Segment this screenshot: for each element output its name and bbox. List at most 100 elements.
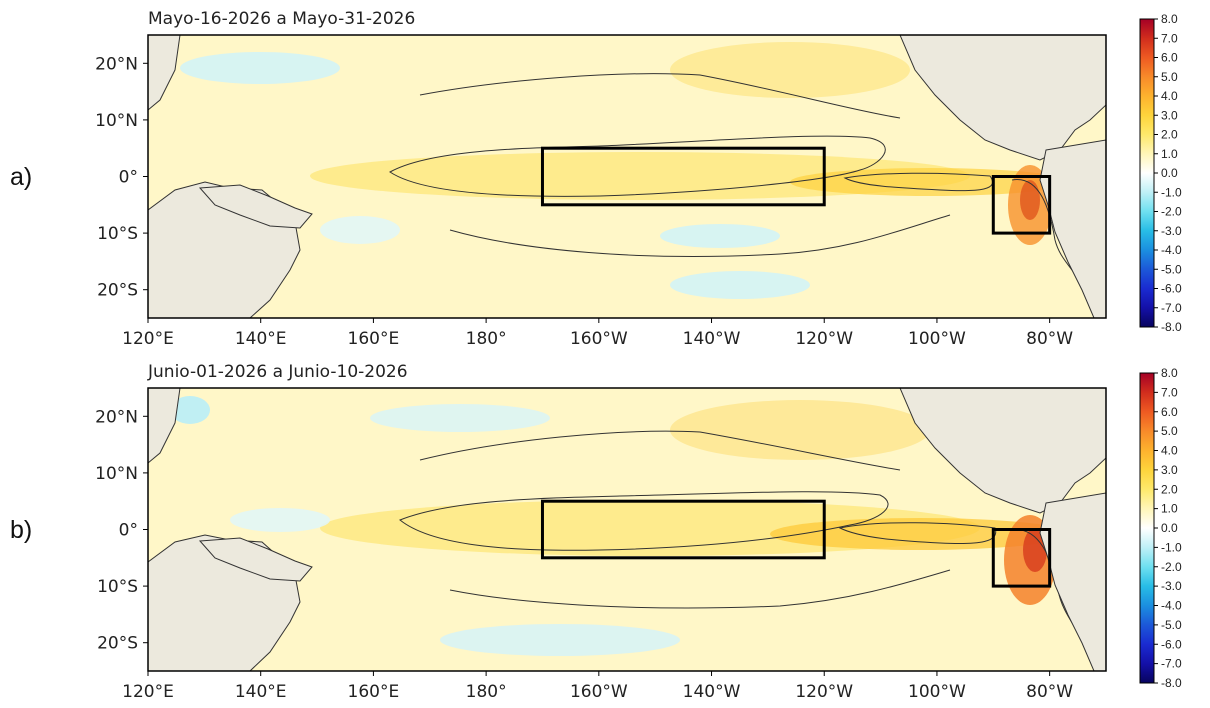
y-tick-label: 20°N — [95, 407, 138, 427]
panel-b-contour — [449, 569, 951, 609]
x-tick-label: 140°E — [235, 682, 287, 702]
x-tick-label: 100°W — [908, 682, 966, 702]
panel-a-contour — [449, 214, 951, 258]
panel-a-north-warm — [670, 42, 910, 98]
panel-b-cool-patch — [440, 624, 680, 656]
x-tick-label: 80°W — [1026, 329, 1073, 349]
panel-b-land-new-guinea — [198, 537, 313, 582]
panel-a: Mayo-16-2026 a Mayo-31-2026 a) — [10, 9, 1107, 349]
colorbar-tick-label: -1.0 — [1161, 540, 1182, 554]
panel-b-north-warm — [670, 400, 930, 460]
colorbar-tick-label: -2.0 — [1161, 205, 1182, 219]
panel-b-title: Junio-01-2026 a Junio-10-2026 — [147, 362, 408, 382]
panel-a-cool-patch — [660, 224, 780, 248]
colorbar-tick-label: 8.0 — [1161, 12, 1178, 26]
x-tick-label: 140°W — [683, 329, 741, 349]
panel-b-cool-patch — [170, 396, 210, 424]
colorbar-tick-label: 1.0 — [1161, 147, 1178, 161]
colorbar-tick-label: 5.0 — [1161, 70, 1178, 84]
panel-b: Junio-01-2026 a Junio-10-2026 b) — [10, 362, 1107, 702]
colorbar-tick-label: -3.0 — [1161, 579, 1182, 593]
panel-a-cool-patch — [320, 216, 400, 244]
x-tick-label: 120°W — [795, 329, 853, 349]
colorbar-tick-label: 0.0 — [1161, 166, 1178, 180]
colorbar-tick-label: 7.0 — [1161, 31, 1178, 45]
colorbar-tick-label: 8.0 — [1161, 366, 1178, 380]
y-tick-label: 20°N — [95, 54, 138, 74]
y-tick-label: 20°S — [97, 634, 138, 654]
y-tick-label: 10°S — [97, 577, 138, 597]
x-tick-label: 180° — [466, 682, 507, 702]
panel-a-cool-patch — [670, 271, 810, 299]
colorbar-tick-label: -4.0 — [1161, 243, 1182, 257]
x-tick-label: 120°E — [122, 682, 174, 702]
colorbar-tick-label: -7.0 — [1161, 301, 1182, 315]
colorbar-bar — [1139, 18, 1155, 328]
panel-b-land-central-america — [899, 388, 1106, 514]
y-tick-label: 10°N — [95, 464, 138, 484]
colorbar-tick-label: 1.0 — [1161, 502, 1178, 516]
x-tick-label: 160°E — [348, 329, 400, 349]
x-tick-label: 100°W — [908, 329, 966, 349]
x-tick-label: 140°E — [235, 329, 287, 349]
colorbar-tick-label: 4.0 — [1161, 444, 1178, 458]
panel-b-map — [148, 388, 1106, 671]
colorbar-a: 8.07.06.05.04.03.02.01.00.0-1.0-2.0-3.0-… — [1139, 12, 1182, 334]
x-tick-label: 160°E — [348, 682, 400, 702]
x-tick-label: 180° — [466, 329, 507, 349]
panel-a-east-tongue — [790, 168, 1070, 196]
region-box — [991, 175, 1052, 235]
region-box — [540, 146, 826, 207]
x-tick-label: 160°W — [570, 329, 628, 349]
panel-a-label: a) — [10, 163, 32, 191]
colorbar-tick-label: -8.0 — [1161, 676, 1182, 690]
colorbar-tick-label: 2.0 — [1161, 128, 1178, 142]
colorbar-tick-label: -5.0 — [1161, 262, 1182, 276]
colorbar-bar — [1139, 372, 1155, 684]
panel-b-contour — [419, 430, 901, 471]
panel-a-coastal-hot — [1020, 180, 1040, 220]
panel-b-land-asia — [148, 388, 181, 464]
panel-a-map — [148, 35, 1106, 318]
colorbar-tick-label: -7.0 — [1161, 657, 1182, 671]
colorbar-tick-label: 2.0 — [1161, 482, 1178, 496]
panel-b-contour — [838, 522, 997, 545]
colorbar-b: 8.07.06.05.04.03.02.01.00.0-1.0-2.0-3.0-… — [1139, 366, 1182, 690]
region-box — [540, 499, 826, 560]
panel-a-land-new-guinea — [198, 184, 313, 229]
x-tick-label: 80°W — [1026, 682, 1073, 702]
y-tick-label: 10°S — [97, 224, 138, 244]
colorbar-tick-label: -6.0 — [1161, 637, 1182, 651]
x-tick-label: 120°W — [795, 682, 853, 702]
colorbar-tick-label: 6.0 — [1161, 51, 1178, 65]
panel-b-cool-patch — [230, 508, 330, 532]
colorbar-tick-label: -4.0 — [1161, 599, 1182, 613]
panel-a-land-south-america — [1039, 139, 1106, 318]
colorbar-tick-label: 4.0 — [1161, 89, 1178, 103]
colorbar-tick-label: 6.0 — [1161, 405, 1178, 419]
colorbar-tick-label: 3.0 — [1161, 463, 1178, 477]
panel-a-title: Mayo-16-2026 a Mayo-31-2026 — [148, 9, 415, 29]
x-tick-label: 160°W — [570, 682, 628, 702]
colorbar-tick-label: -6.0 — [1161, 282, 1182, 296]
panel-a-contour — [419, 73, 901, 119]
panel-b-contour — [399, 491, 889, 551]
panel-b-label: b) — [10, 516, 32, 544]
panel-b-coastal-hot — [1023, 528, 1047, 572]
colorbar-tick-label: 7.0 — [1161, 385, 1178, 399]
colorbar-tick-label: -2.0 — [1161, 560, 1182, 574]
colorbar-tick-label: -5.0 — [1161, 618, 1182, 632]
y-tick-label: 0° — [119, 521, 138, 541]
colorbar-tick-label: -3.0 — [1161, 224, 1182, 238]
colorbar-tick-label: 5.0 — [1161, 424, 1178, 438]
region-box — [991, 528, 1052, 588]
panel-a-land-asia — [148, 35, 181, 111]
panel-a-contour — [843, 172, 993, 192]
panel-b-land-south-america — [1039, 492, 1106, 671]
x-tick-label: 120°E — [122, 329, 174, 349]
panel-b-cool-patch — [370, 404, 550, 432]
x-tick-label: 140°W — [683, 682, 741, 702]
panel-a-cool-patch — [180, 52, 340, 84]
y-tick-label: 20°S — [97, 281, 138, 301]
